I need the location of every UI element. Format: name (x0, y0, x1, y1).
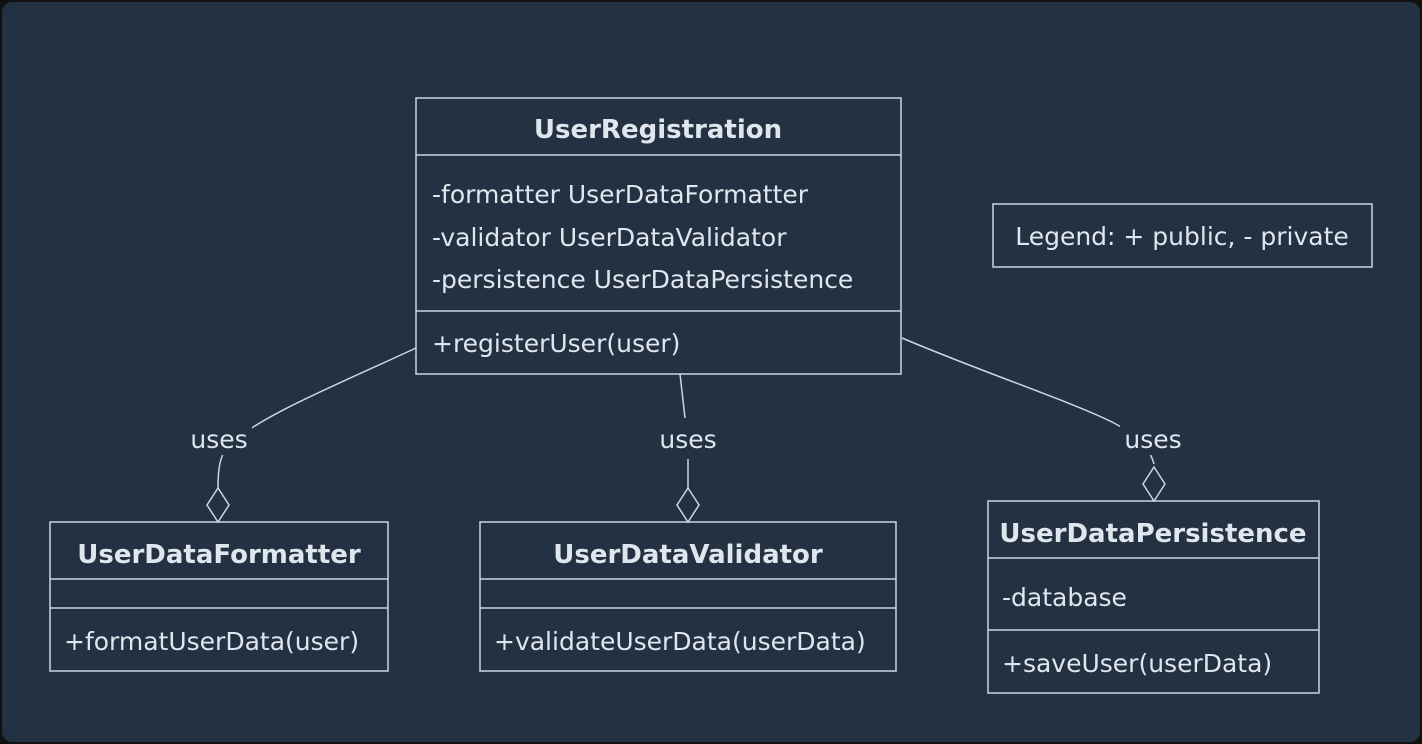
method-register-user: +registerUser(user) (432, 329, 680, 358)
aggregation-diamond-formatter (206, 486, 230, 524)
class-title-user-data-persistence: UserDataPersistence (999, 519, 1306, 549)
legend-text: Legend: + public, - private (1015, 222, 1349, 251)
class-box-user-data-persistence (987, 500, 1320, 694)
edge-label-formatter: uses (190, 425, 247, 454)
class-title-user-registration: UserRegistration (534, 115, 782, 145)
attribute-database: -database (1002, 583, 1127, 612)
edge-registration-formatter (217, 347, 417, 489)
attribute-validator: -validator UserDataValidator (432, 223, 787, 252)
aggregation-diamond-validator (676, 486, 700, 524)
aggregation-diamond-persistence (1142, 465, 1166, 503)
class-title-user-data-formatter: UserDataFormatter (77, 540, 361, 570)
edge-label-validator: uses (659, 425, 716, 454)
edge-registration-persistence (901, 337, 1155, 465)
class-box-user-data-validator (479, 521, 897, 672)
method-validate-user-data: +validateUserData(userData) (494, 627, 866, 656)
method-save-user: +saveUser(userData) (1002, 649, 1272, 678)
legend-box (992, 203, 1373, 268)
class-box-user-registration (415, 97, 902, 375)
class-box-user-data-formatter (49, 521, 389, 672)
method-format-user-data: +formatUserData(user) (64, 627, 359, 656)
attribute-formatter: -formatter UserDataFormatter (432, 180, 809, 209)
attribute-persistence: -persistence UserDataPersistence (432, 265, 853, 294)
class-title-user-data-validator: UserDataValidator (553, 540, 823, 570)
edge-label-persistence: uses (1124, 425, 1181, 454)
edge-registration-validator (679, 373, 689, 488)
